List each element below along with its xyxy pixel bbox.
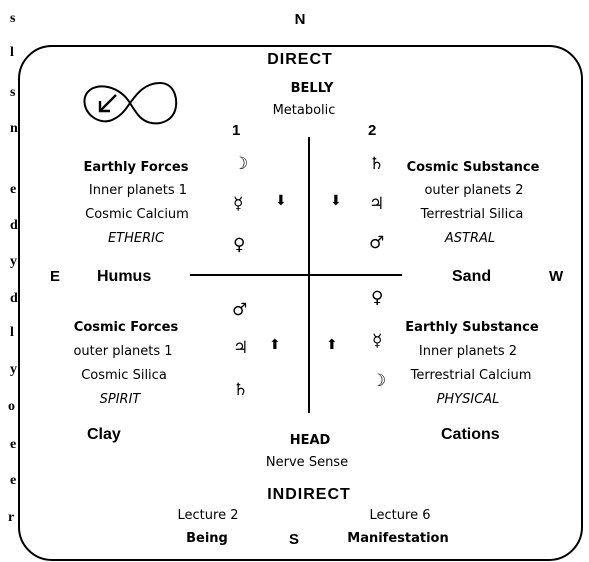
compass-south: S — [288, 531, 300, 548]
venus-icon: ♀ — [233, 235, 246, 255]
quadrant-heading: Cosmic Forces — [73, 320, 179, 335]
nerve-sense-label: Nerve Sense — [265, 455, 349, 470]
down-arrow-icon: ⬇ — [275, 193, 287, 209]
quadrant-line: SPIRIT — [99, 392, 141, 407]
saturn-icon: ♄ — [369, 154, 385, 174]
compass-north: N — [294, 11, 306, 28]
edge-fragment: l — [10, 325, 14, 340]
quadrant-number-1: 1 — [232, 122, 241, 139]
edge-fragment: d — [10, 291, 18, 306]
edge-fragment: d — [10, 218, 18, 233]
cations-label: Cations — [441, 426, 500, 443]
saturn-icon: ♄ — [233, 380, 249, 400]
quadrant-number-2: 2 — [368, 122, 377, 139]
jupiter-icon: ♃ — [233, 338, 249, 358]
metabolic-label: Metabolic — [272, 103, 336, 118]
humus-label: Humus — [97, 268, 152, 285]
quadrant-line: Inner planets 1 — [88, 183, 188, 198]
head-label: HEAD — [289, 433, 331, 448]
lecture-6-label: Lecture 6 — [369, 508, 431, 523]
indirect-title: INDIRECT — [267, 486, 351, 503]
edge-fragment: l — [10, 45, 14, 60]
clay-label: Clay — [87, 426, 121, 443]
mercury-icon: ☿ — [372, 331, 383, 351]
quadrant-heading: Earthly Substance — [405, 320, 539, 335]
quadrant-line: Cosmic Silica — [81, 368, 167, 383]
belly-label: BELLY — [290, 81, 334, 96]
up-arrow-icon: ⬆ — [269, 337, 281, 353]
moon-icon: ☽ — [371, 371, 387, 391]
quadrant-line: PHYSICAL — [436, 392, 500, 407]
being-label: Being — [186, 531, 228, 546]
quadrant-line: Cosmic Calcium — [85, 207, 189, 222]
diagram-frame — [18, 45, 583, 561]
quadrant-line: Inner planets 2 — [418, 344, 518, 359]
direct-title: DIRECT — [267, 51, 333, 68]
moon-icon: ☽ — [233, 154, 249, 174]
vertical-axis — [308, 137, 310, 413]
quadrant-line: ETHERIC — [107, 231, 165, 246]
quadrant-heading: Earthly Forces — [83, 160, 189, 175]
quadrant-line: outer planets 2 — [424, 183, 524, 198]
quadrant-line: Terrestrial Calcium — [410, 368, 532, 383]
compass-west: W — [549, 268, 564, 285]
horizontal-axis — [190, 274, 402, 276]
edge-fragment: e — [10, 182, 17, 197]
venus-icon: ♀ — [371, 288, 384, 308]
quadrant-line: Terrestrial Silica — [420, 207, 524, 222]
quadrant-line: outer planets 1 — [73, 344, 173, 359]
edge-fragment: s — [10, 11, 16, 26]
edge-fragment: e — [10, 437, 17, 452]
mercury-icon: ☿ — [233, 194, 244, 214]
jupiter-icon: ♃ — [369, 194, 385, 214]
edge-fragment: e — [10, 473, 17, 488]
edge-fragment: o — [8, 399, 15, 414]
mars-icon: ♂ — [232, 300, 248, 320]
manifestation-label: Manifestation — [347, 531, 449, 546]
up-arrow-icon: ⬆ — [326, 337, 338, 353]
compass-east: E — [50, 268, 61, 285]
edge-fragment: n — [10, 121, 18, 136]
edge-fragment: y — [10, 362, 17, 377]
quadrant-line: ASTRAL — [444, 231, 496, 246]
sand-label: Sand — [452, 268, 492, 285]
edge-fragment: y — [10, 254, 17, 269]
lemniscate-with-arrow-icon — [83, 81, 178, 125]
lecture-2-label: Lecture 2 — [177, 508, 239, 523]
edge-fragment: s — [10, 85, 16, 100]
edge-fragment: r — [8, 510, 15, 525]
down-arrow-icon: ⬇ — [330, 193, 342, 209]
mars-icon: ♂ — [369, 233, 385, 253]
quadrant-heading: Cosmic Substance — [406, 160, 540, 175]
